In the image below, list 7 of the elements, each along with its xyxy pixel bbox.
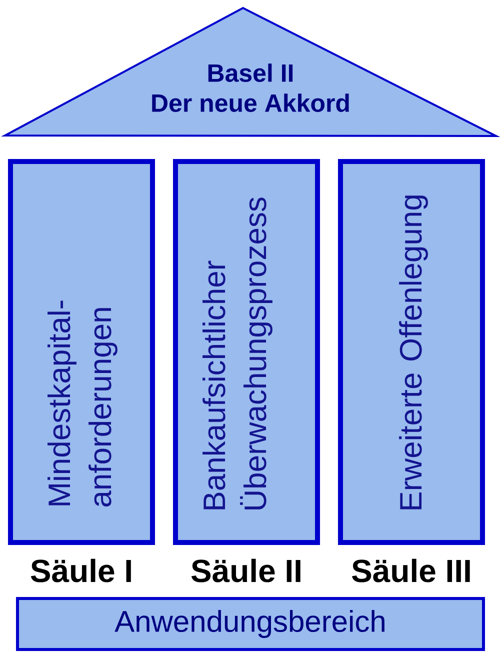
pillar-caption: Säule III: [352, 558, 470, 582]
pillar-box: Bankaufsichtlicher Überwachungsprozess: [173, 159, 320, 545]
pillar-box: Erweiterte Offenlegung: [338, 159, 485, 545]
pillar-box: Mindestkapital- anforderungen: [8, 159, 155, 545]
pillar-caption: Säule II: [191, 558, 300, 582]
pillar-caption: Säule I: [30, 558, 131, 582]
foundation-box: Anwendungsbereich: [16, 597, 485, 651]
